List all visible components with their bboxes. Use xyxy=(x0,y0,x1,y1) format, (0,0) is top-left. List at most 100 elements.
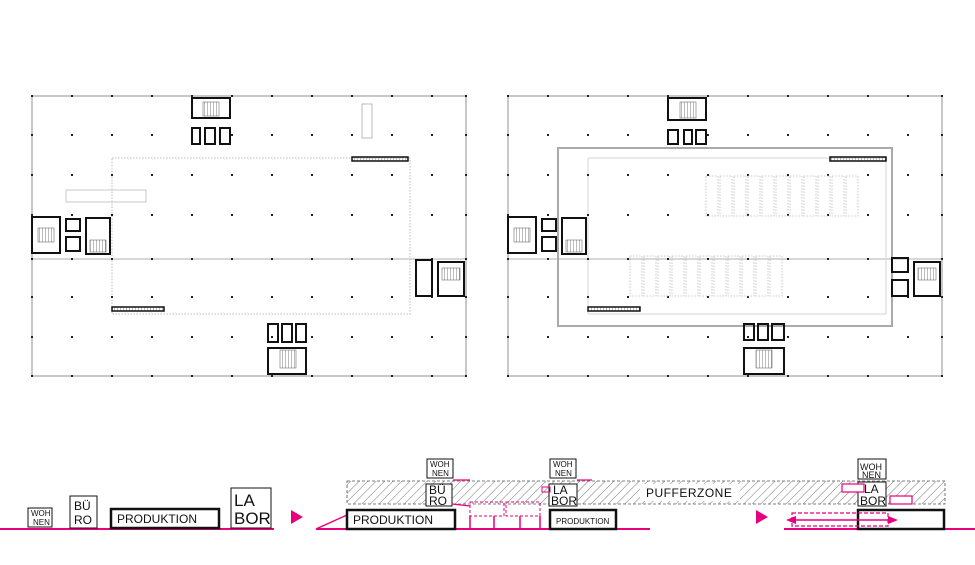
column-dot-left-3-5 xyxy=(151,296,153,298)
column-dot-left-2-5 xyxy=(111,296,113,298)
column-dot-right-0-3 xyxy=(507,214,509,216)
column-dot-left-7-2 xyxy=(311,174,313,176)
column-dot-right-4-5 xyxy=(667,296,669,298)
label-buero-bottom-2: RO xyxy=(429,494,447,508)
column-dot-left-2-3 xyxy=(111,214,113,216)
column-dot-right-4-4 xyxy=(667,258,669,260)
column-dot-left-9-5 xyxy=(391,296,393,298)
escalator-right-top xyxy=(829,156,887,162)
escalator-left-top xyxy=(351,156,409,162)
column-dot-left-0-2 xyxy=(31,174,33,176)
rack-lower-10 xyxy=(769,255,783,297)
column-dot-left-1-3 xyxy=(71,214,73,216)
rack-lower-2 xyxy=(657,255,671,297)
column-dot-left-5-4 xyxy=(231,258,233,260)
column-dot-left-7-4 xyxy=(311,258,313,260)
column-dot-right-7-6 xyxy=(787,336,789,338)
column-dot-right-5-7 xyxy=(707,375,709,377)
column-dot-left-2-2 xyxy=(111,174,113,176)
label-wohnen-bottom-4: NEN xyxy=(862,470,881,480)
column-dot-left-10-2 xyxy=(431,174,433,176)
label-labor-top-2: LA xyxy=(553,483,568,497)
column-dot-left-8-2 xyxy=(351,174,353,176)
column-dot-left-3-1 xyxy=(151,134,153,136)
column-dot-left-5-1 xyxy=(231,134,233,136)
column-dot-left-8-3 xyxy=(351,214,353,216)
column-dot-right-1-7 xyxy=(547,375,549,377)
column-dot-right-0-6 xyxy=(507,336,509,338)
stage-2: PUFFERZONE PRODUKTION WOH NEN BÜ RO xyxy=(315,458,946,531)
column-dot-right-10-1 xyxy=(907,134,909,136)
column-dot-right-1-4 xyxy=(547,258,549,260)
column-dot-left-5-7 xyxy=(231,375,233,377)
column-dot-right-9-7 xyxy=(867,375,869,377)
circulation-core-left-right xyxy=(507,216,587,255)
label-buero-top-2: BÜ xyxy=(429,483,446,497)
circulation-core-left-left xyxy=(31,216,111,255)
column-dot-right-11-3 xyxy=(941,214,943,216)
column-dot-left-4-5 xyxy=(191,296,193,298)
column-dot-right-9-0 xyxy=(867,95,869,97)
column-dot-right-1-1 xyxy=(547,134,549,136)
column-dot-right-0-7 xyxy=(507,375,509,377)
column-dot-right-1-2 xyxy=(547,174,549,176)
column-dot-left-3-2 xyxy=(151,174,153,176)
rack-upper-10 xyxy=(845,175,859,217)
column-dot-left-2-7 xyxy=(111,375,113,377)
column-dot-right-3-3 xyxy=(627,214,629,216)
column-dot-right-0-0 xyxy=(507,95,509,97)
column-dot-right-5-0 xyxy=(707,95,709,97)
column-dot-left-9-0 xyxy=(391,95,393,97)
circulation-core-right-left xyxy=(415,259,465,297)
rack-upper-5 xyxy=(775,175,789,217)
box-produktion-1: PRODUKTION xyxy=(109,507,221,530)
column-dot-right-11-7 xyxy=(941,375,943,377)
column-dot-right-2-4 xyxy=(587,258,589,260)
column-dot-right-0-5 xyxy=(507,296,509,298)
column-dot-right-6-0 xyxy=(747,95,749,97)
column-dot-right-4-7 xyxy=(667,375,669,377)
circulation-core-bottom-left xyxy=(267,323,307,375)
rack-upper-6 xyxy=(789,175,803,217)
label-labor-top: LA xyxy=(234,491,255,510)
column-dot-right-11-5 xyxy=(941,296,943,298)
column-dot-right-2-3 xyxy=(587,214,589,216)
floor-plan-left-atrium xyxy=(111,157,411,315)
column-dot-left-9-1 xyxy=(391,134,393,136)
column-dot-left-11-0 xyxy=(465,95,467,97)
column-dot-right-3-6 xyxy=(627,336,629,338)
column-dot-right-2-1 xyxy=(587,134,589,136)
column-dot-right-9-4 xyxy=(867,258,869,260)
rack-upper-0 xyxy=(705,175,719,217)
column-dot-right-2-5 xyxy=(587,296,589,298)
rack-lower-6 xyxy=(713,255,727,297)
accent-box-stage-3-right xyxy=(889,495,913,505)
column-grid-left xyxy=(31,95,467,377)
column-dot-left-9-4 xyxy=(391,258,393,260)
column-dot-left-10-3 xyxy=(431,214,433,216)
column-dot-right-4-2 xyxy=(667,174,669,176)
column-dot-left-5-3 xyxy=(231,214,233,216)
floor-plan-left-outline xyxy=(31,95,467,377)
column-dot-right-9-5 xyxy=(867,296,869,298)
column-dot-left-0-5 xyxy=(31,296,33,298)
column-dot-right-0-4 xyxy=(507,258,509,260)
column-dot-left-10-7 xyxy=(431,375,433,377)
column-dot-left-7-5 xyxy=(311,296,313,298)
column-dot-left-8-0 xyxy=(351,95,353,97)
column-dot-left-1-6 xyxy=(71,336,73,338)
column-dot-left-8-6 xyxy=(351,336,353,338)
column-dot-right-5-3 xyxy=(707,214,709,216)
bridge-connectors xyxy=(451,479,541,529)
column-dot-right-1-0 xyxy=(547,95,549,97)
column-dot-left-1-1 xyxy=(71,134,73,136)
column-dot-left-5-2 xyxy=(231,174,233,176)
column-dot-left-9-6 xyxy=(391,336,393,338)
rack-lower-7 xyxy=(727,255,741,297)
label-pufferzone: PUFFERZONE xyxy=(646,486,732,500)
program-diagram: WOH NEN BÜ RO PRODUKTION LA BOR xyxy=(0,458,975,531)
column-dot-left-2-1 xyxy=(111,134,113,136)
column-dot-right-10-3 xyxy=(907,214,909,216)
circulation-core-right-right xyxy=(891,257,941,297)
